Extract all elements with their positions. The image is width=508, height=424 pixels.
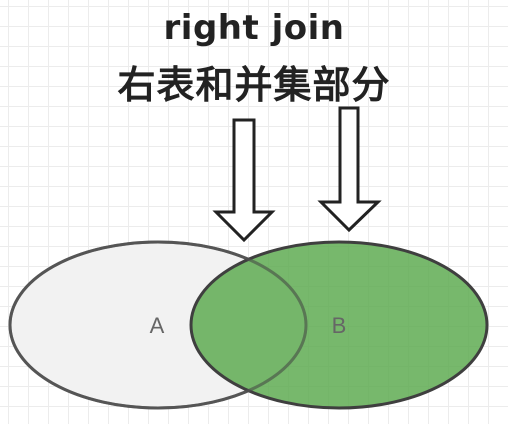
title-right-join: right join xyxy=(163,8,345,48)
down-arrow-right xyxy=(317,106,382,233)
set-b-circle xyxy=(189,240,489,410)
set-a-outline xyxy=(8,240,308,410)
set-a-label: A xyxy=(150,313,165,338)
title-description: 右表和并集部分 xyxy=(117,63,391,107)
down-arrow-left xyxy=(212,118,276,243)
set-b-label: B xyxy=(332,313,347,338)
